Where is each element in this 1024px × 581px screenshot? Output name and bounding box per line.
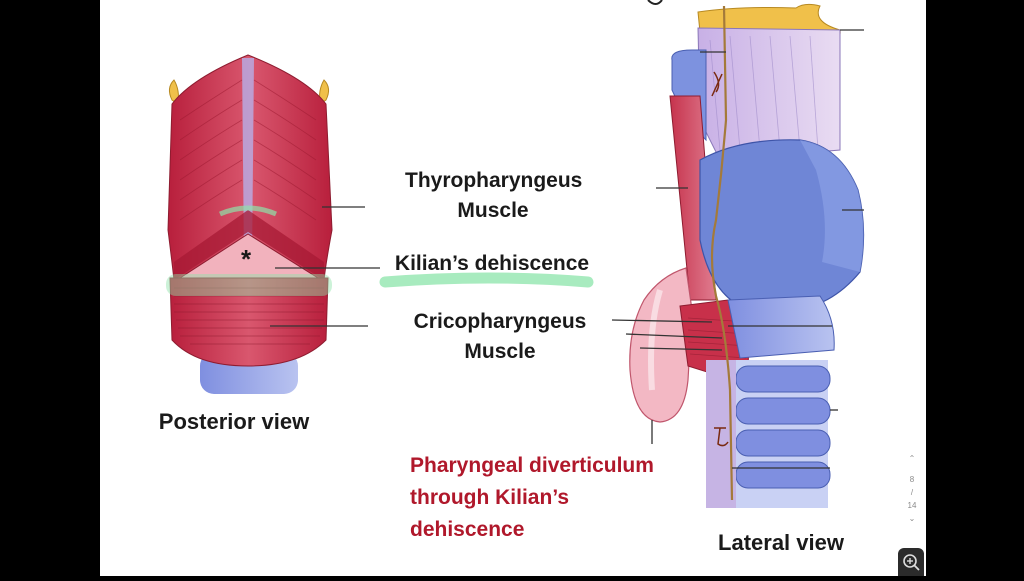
page-separator: / [910,488,914,497]
cricopharyngeus-label: Cricopharyngeus Muscle [413,310,587,363]
kilian-star-marker: * [240,244,252,274]
thyropharyngeus-label: Thyropharyngeus Muscle [405,169,583,222]
anatomy-illustration [166,0,865,508]
diverticulum-caption: Pharyngeal diverticulum through Kilian’s… [410,454,654,541]
partial-mark [647,0,663,5]
lateral-view-drawing [611,3,865,508]
current-page: 8 [909,475,915,484]
posterior-view-caption: Posterior view [158,409,310,434]
zoom-in-icon [903,554,920,571]
kilian-dehiscence-label: Kilian’s dehiscence [394,252,590,275]
zoom-button[interactable] [898,548,924,576]
page-navigator: ⌃ 8 / 14 ⌄ [900,452,924,532]
total-pages: 14 [907,501,917,510]
prev-page-button[interactable]: ⌃ [908,454,916,463]
slide: * Thyropharyngeus Muscle Kilian’s dehisc… [100,0,926,576]
lateral-view-caption: Lateral view [718,530,844,555]
posterior-view-drawing [166,54,380,394]
next-page-button[interactable]: ⌄ [908,514,916,523]
kilian-highlight [379,272,594,288]
